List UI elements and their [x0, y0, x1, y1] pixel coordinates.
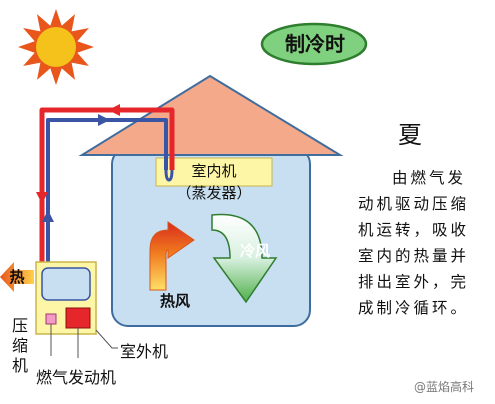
exhaust-heat-label: 热 [9, 268, 25, 286]
season-label: 夏 [398, 121, 422, 149]
indoor-unit-name: 室内机 [191, 162, 237, 180]
cold-flow-up-arrow-icon [42, 210, 54, 222]
compressor-block [45, 313, 57, 325]
hot-pipe [39, 107, 175, 300]
exhaust-heat-arrow-icon [0, 262, 34, 292]
engine-block [65, 307, 91, 329]
mode-label: 制冷时 [285, 32, 345, 56]
sun-disc [36, 27, 76, 67]
compressor-label: 压缩机 [11, 316, 28, 375]
mode-badge [260, 22, 368, 66]
outdoor-heat-exchanger [41, 267, 91, 301]
indoor-unit-subtitle: （蒸发器） [176, 184, 252, 202]
hot-flow-arrow-icon [108, 104, 120, 116]
description-line: 机运转，吸收 [358, 221, 470, 239]
cold-air-arrow-icon [211, 213, 278, 304]
evaporator-loop [164, 169, 174, 182]
engine-label: 燃气发动机 [36, 368, 117, 387]
hot-wind-label: 热风 [160, 292, 191, 310]
description-line: 动机驱动压缩 [358, 195, 470, 213]
cold-flow-arrow-icon [98, 114, 110, 126]
hot-air-arrow-icon [149, 221, 195, 291]
house-roof [78, 74, 344, 156]
description-line: 成制冷循环。 [358, 299, 470, 317]
sun-icon [18, 9, 94, 85]
description-line: 由燃气发 [392, 169, 467, 187]
outdoor-leader [95, 329, 118, 349]
indoor-unit-box [155, 157, 273, 187]
hot-flow-down-arrow-icon [36, 192, 48, 204]
description-line: 排出室外，完 [358, 273, 470, 291]
watermark: @蓝焰高科 [414, 380, 475, 394]
outdoor-unit-label: 室外机 [120, 342, 169, 361]
description-line: 室内的热量并 [358, 247, 470, 265]
cold-wind-label: 冷风 [240, 242, 271, 260]
